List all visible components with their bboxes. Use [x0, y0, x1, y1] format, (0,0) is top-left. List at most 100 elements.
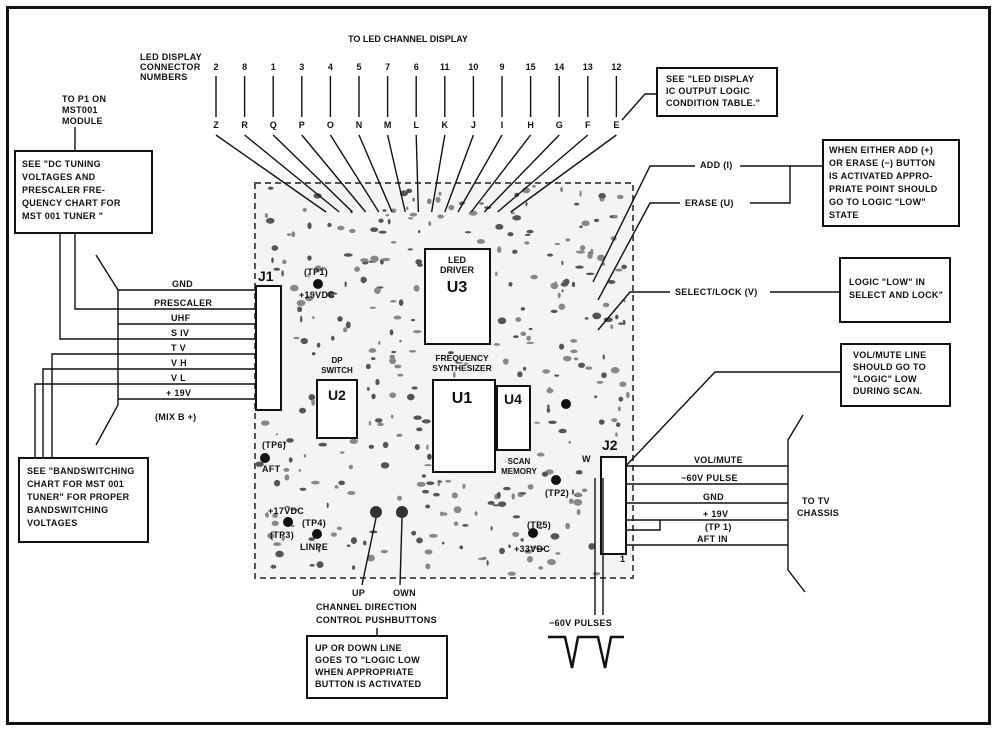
board-trace [439, 511, 445, 517]
board-trace [339, 451, 345, 454]
board-trace [575, 492, 582, 497]
board-trace [411, 530, 417, 536]
dc-tuning-text-4: QUENCY CHART FOR [22, 198, 121, 208]
board-trace [293, 336, 300, 340]
board-trace [416, 481, 426, 487]
board-trace [507, 232, 514, 237]
board-trace [598, 192, 606, 200]
board-trace [502, 358, 509, 365]
board-trace [393, 315, 402, 320]
board-trace [570, 338, 578, 343]
pin-letter: I [501, 120, 504, 130]
board-trace [421, 474, 426, 478]
board-trace [300, 337, 309, 345]
board-trace [308, 537, 315, 542]
j1-branch [59, 233, 118, 340]
j2-label: J2 [602, 437, 618, 453]
j2-tp1-label: (TP 1) [705, 522, 732, 532]
board-trace [282, 259, 287, 265]
board-trace [524, 233, 531, 237]
pin-number: 2 [213, 62, 218, 72]
add-erase-text-3: IS ACTIVATED APPRO- [829, 171, 933, 181]
board-trace [550, 533, 560, 540]
select-lock-text-1: LOGIC "LOW" IN [849, 277, 925, 287]
led-table-text-3: CONDITION TABLE." [666, 98, 760, 108]
board-trace [399, 339, 402, 343]
board-trace [374, 287, 381, 295]
board-trace [531, 545, 538, 549]
board-trace [390, 299, 397, 303]
j1-line-label: V H [171, 358, 187, 368]
board-trace [576, 509, 581, 516]
board-trace [255, 461, 264, 467]
board-trace [327, 291, 335, 298]
board-trace [394, 364, 402, 369]
u2-title-1: DP [331, 356, 343, 365]
board-trace [425, 563, 431, 570]
board-trace [264, 213, 269, 218]
board-trace [585, 366, 593, 370]
board-trace [377, 422, 384, 427]
board-trace [416, 427, 423, 432]
board-trace [349, 438, 358, 444]
board-trace [307, 273, 310, 278]
callout-leaders [74, 93, 841, 636]
board-trace [327, 222, 332, 228]
board-trace [562, 355, 572, 362]
board-trace [621, 264, 627, 270]
pin-letter: H [527, 120, 534, 130]
board-trace [368, 420, 372, 426]
pin-letter: Q [270, 120, 277, 130]
j2-pin1-label: 1 [620, 554, 625, 564]
tp1-label: (TP1) [304, 267, 328, 277]
bandswitching-text-2: CHART FOR MST 001 [27, 479, 124, 489]
board-trace [390, 208, 397, 214]
board-trace [468, 210, 478, 216]
j2-line-label: VOL/MUTE [694, 455, 743, 465]
board-trace [462, 483, 466, 489]
board-trace [378, 230, 387, 234]
board-trace [437, 214, 444, 219]
board-trace [522, 366, 527, 371]
board-trace [585, 272, 595, 276]
board-trace [512, 335, 519, 339]
j2-line-label: GND [703, 492, 724, 502]
pin-letter: L [413, 120, 419, 130]
board-trace [418, 230, 421, 234]
board-trace [321, 266, 326, 271]
board-trace [554, 374, 560, 377]
board-trace [264, 512, 269, 518]
direction-label-1: CHANNEL DIRECTION [316, 602, 417, 612]
j1-note: (MIX B +) [155, 412, 196, 422]
board-trace [520, 307, 526, 311]
u1-title-2: SYNTHESIZER [432, 363, 492, 373]
board-trace [497, 246, 502, 254]
board-trace [380, 549, 388, 554]
tp3-voltage: +17VDC [268, 506, 304, 516]
board-trace [281, 270, 284, 277]
board-trace [330, 370, 333, 374]
board-trace [546, 388, 554, 394]
pin-number: 4 [328, 62, 333, 72]
j1-line-label: UHF [171, 313, 191, 323]
board-trace [536, 452, 545, 457]
board-trace [313, 193, 322, 199]
u2-label: U2 [328, 387, 346, 403]
board-trace [578, 362, 586, 368]
board-trace [528, 327, 533, 331]
j2-line-label: AFT IN [697, 534, 728, 544]
pin-number: 9 [499, 62, 504, 72]
board-trace [610, 367, 620, 374]
u2-chip [316, 379, 358, 439]
board-trace [368, 348, 377, 353]
board-trace [318, 546, 321, 553]
j1-line-label: S IV [171, 328, 189, 338]
pin-number: 14 [554, 62, 564, 72]
board-trace [565, 522, 571, 530]
pin-letter: Z [213, 120, 219, 130]
u4-title-1: SCAN [508, 457, 531, 466]
board-trace [584, 317, 589, 320]
pin-letter: M [384, 120, 392, 130]
